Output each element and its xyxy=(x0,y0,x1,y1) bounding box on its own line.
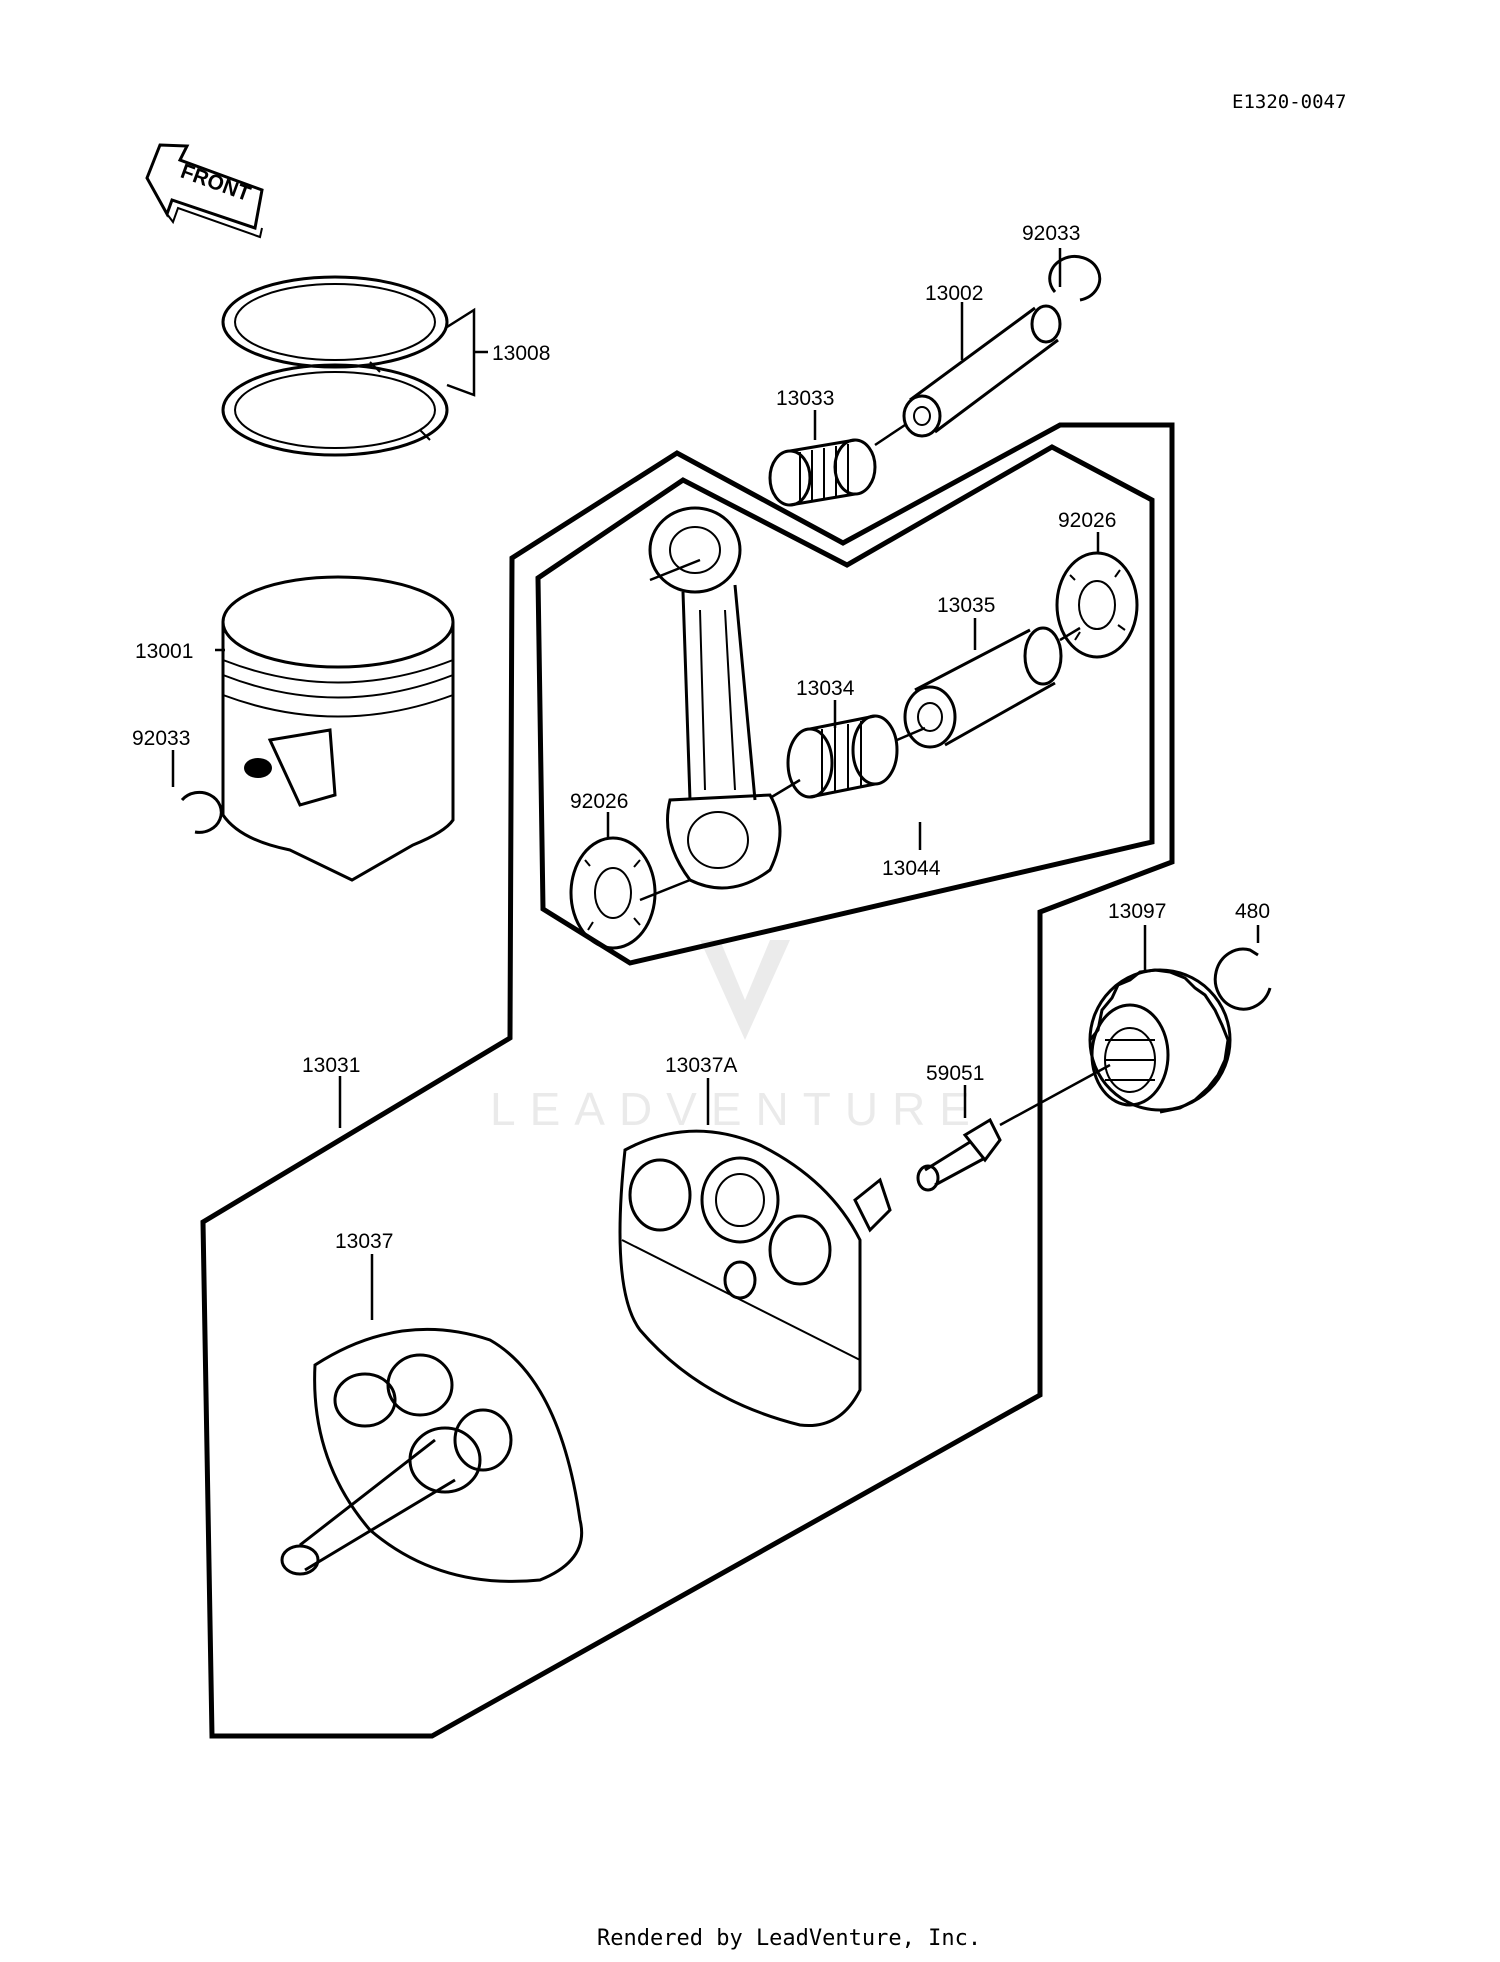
big-end-bearing xyxy=(786,714,899,799)
piston-pin-clip-left xyxy=(180,790,223,834)
diagram-code: E1320-0047 xyxy=(1232,91,1346,113)
label-13037A: 13037A xyxy=(665,1054,737,1077)
watermark-logo xyxy=(700,940,790,1040)
circlip xyxy=(1213,947,1272,1011)
piston-pin xyxy=(902,304,1062,438)
woodruff-key xyxy=(916,1117,1002,1192)
label-92026-right: 92026 xyxy=(1058,509,1116,532)
label-13035: 13035 xyxy=(937,594,995,617)
label-59051: 59051 xyxy=(926,1062,984,1085)
label-13034: 13034 xyxy=(796,677,855,700)
crankshaft-right-half xyxy=(618,1129,892,1428)
label-92033-left: 92033 xyxy=(132,727,190,750)
label-13008: 13008 xyxy=(492,342,550,365)
watermark-text: LEADVENTURE xyxy=(490,1083,984,1135)
thrust-washer-left xyxy=(569,836,657,950)
label-13002: 13002 xyxy=(925,282,983,305)
primary-gear xyxy=(1088,968,1232,1114)
front-arrow-icon: FRONT xyxy=(145,143,264,239)
label-13033: 13033 xyxy=(776,387,834,410)
label-13044: 13044 xyxy=(882,857,941,880)
label-92033-top: 92033 xyxy=(1022,222,1080,245)
crankshaft-assembly-border xyxy=(200,422,1175,1739)
crank-pin xyxy=(903,626,1063,749)
label-92026-left: 92026 xyxy=(570,790,628,813)
label-480: 480 xyxy=(1235,900,1270,923)
label-13001: 13001 xyxy=(135,640,193,663)
piston-rings xyxy=(221,275,449,457)
thrust-washer-right xyxy=(1055,551,1139,659)
footer-credit: Rendered by LeadVenture, Inc. xyxy=(597,1926,981,1951)
piston xyxy=(221,575,455,882)
connecting-rod xyxy=(648,506,782,890)
front-arrow-label: FRONT xyxy=(178,160,254,206)
crankshaft-left-half xyxy=(280,1327,584,1583)
label-13097: 13097 xyxy=(1108,900,1166,923)
connecting-rod-assembly-border xyxy=(535,444,1155,966)
label-13037: 13037 xyxy=(335,1230,393,1253)
piston-pin-clip-top xyxy=(1048,255,1102,302)
label-13031: 13031 xyxy=(302,1054,360,1077)
small-end-bearing xyxy=(768,438,877,507)
